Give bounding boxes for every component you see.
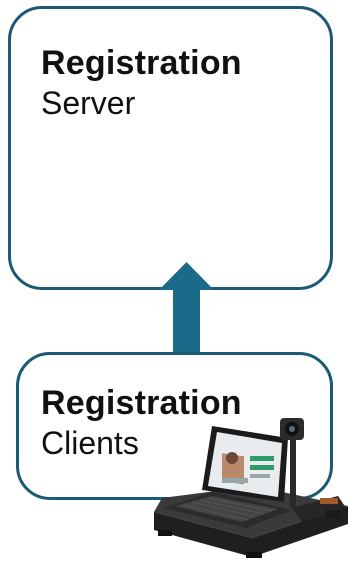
registration-server-box: Registration Server: [8, 6, 333, 290]
registration-kiosk-device-icon: [154, 418, 348, 558]
clients-title: Registration: [41, 384, 242, 422]
server-subtitle: Server: [41, 84, 136, 121]
clients-subtitle: Clients: [41, 424, 139, 461]
up-arrow-icon: [159, 262, 214, 364]
clients-label: Registration Clients: [41, 383, 242, 462]
server-title: Registration: [41, 44, 242, 82]
server-label: Registration Server: [41, 43, 242, 122]
